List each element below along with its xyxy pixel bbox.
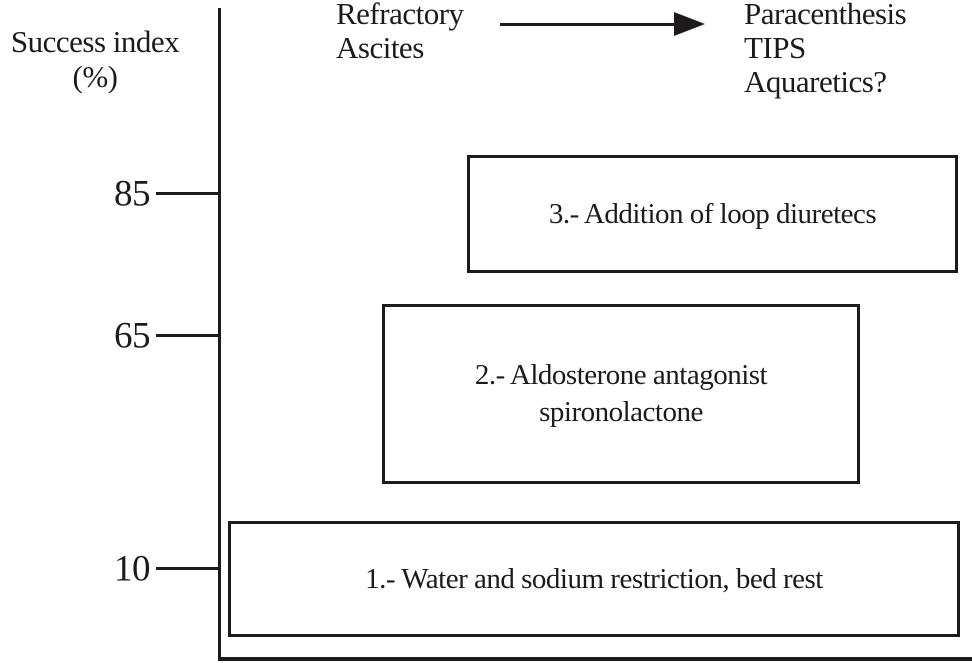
flow-source-line1: Refractory bbox=[336, 0, 464, 31]
treatment-box-step1-label: 1.- Water and sodium restriction, bed re… bbox=[365, 562, 823, 595]
y-tick-mark-10 bbox=[156, 567, 221, 570]
y-axis-title-line2: (%) bbox=[72, 59, 118, 94]
treatment-box-step1: 1.- Water and sodium restriction, bed re… bbox=[228, 521, 960, 637]
y-tick-label-65: 65 bbox=[114, 315, 151, 357]
y-tick-label-85: 85 bbox=[114, 173, 151, 215]
flow-source-line2: Ascites bbox=[336, 30, 424, 65]
right-arrow-icon bbox=[674, 12, 705, 36]
flow-target-line3: Aquaretics? bbox=[744, 64, 887, 99]
flow-target-line2: TIPS bbox=[744, 30, 806, 65]
right-arrow-shaft bbox=[500, 23, 677, 26]
treatment-box-step2: 2.- Aldosterone antagonist spironolacton… bbox=[382, 304, 860, 484]
treatment-box-step3: 3.- Addition of loop diuretecs bbox=[467, 155, 958, 273]
treatment-box-step2-label-line1: 2.- Aldosterone antagonist bbox=[474, 359, 768, 391]
treatment-box-step3-label: 3.- Addition of loop diuretecs bbox=[548, 197, 877, 230]
treatment-box-step2-label-line2: spironolactone bbox=[539, 396, 703, 428]
y-tick-mark-85 bbox=[156, 192, 221, 195]
flow-source-label: Refractory Ascites bbox=[336, 0, 464, 65]
y-tick-label-10: 10 bbox=[114, 548, 151, 590]
x-axis-line bbox=[218, 657, 972, 661]
y-tick-mark-65 bbox=[156, 334, 221, 337]
flow-target-line1: Paracenthesis bbox=[744, 0, 907, 31]
y-axis-title: Success index (%) bbox=[0, 24, 190, 94]
flow-target-label: Paracenthesis TIPS Aquaretics? bbox=[744, 0, 907, 99]
y-axis-title-line1: Success index bbox=[10, 24, 180, 59]
